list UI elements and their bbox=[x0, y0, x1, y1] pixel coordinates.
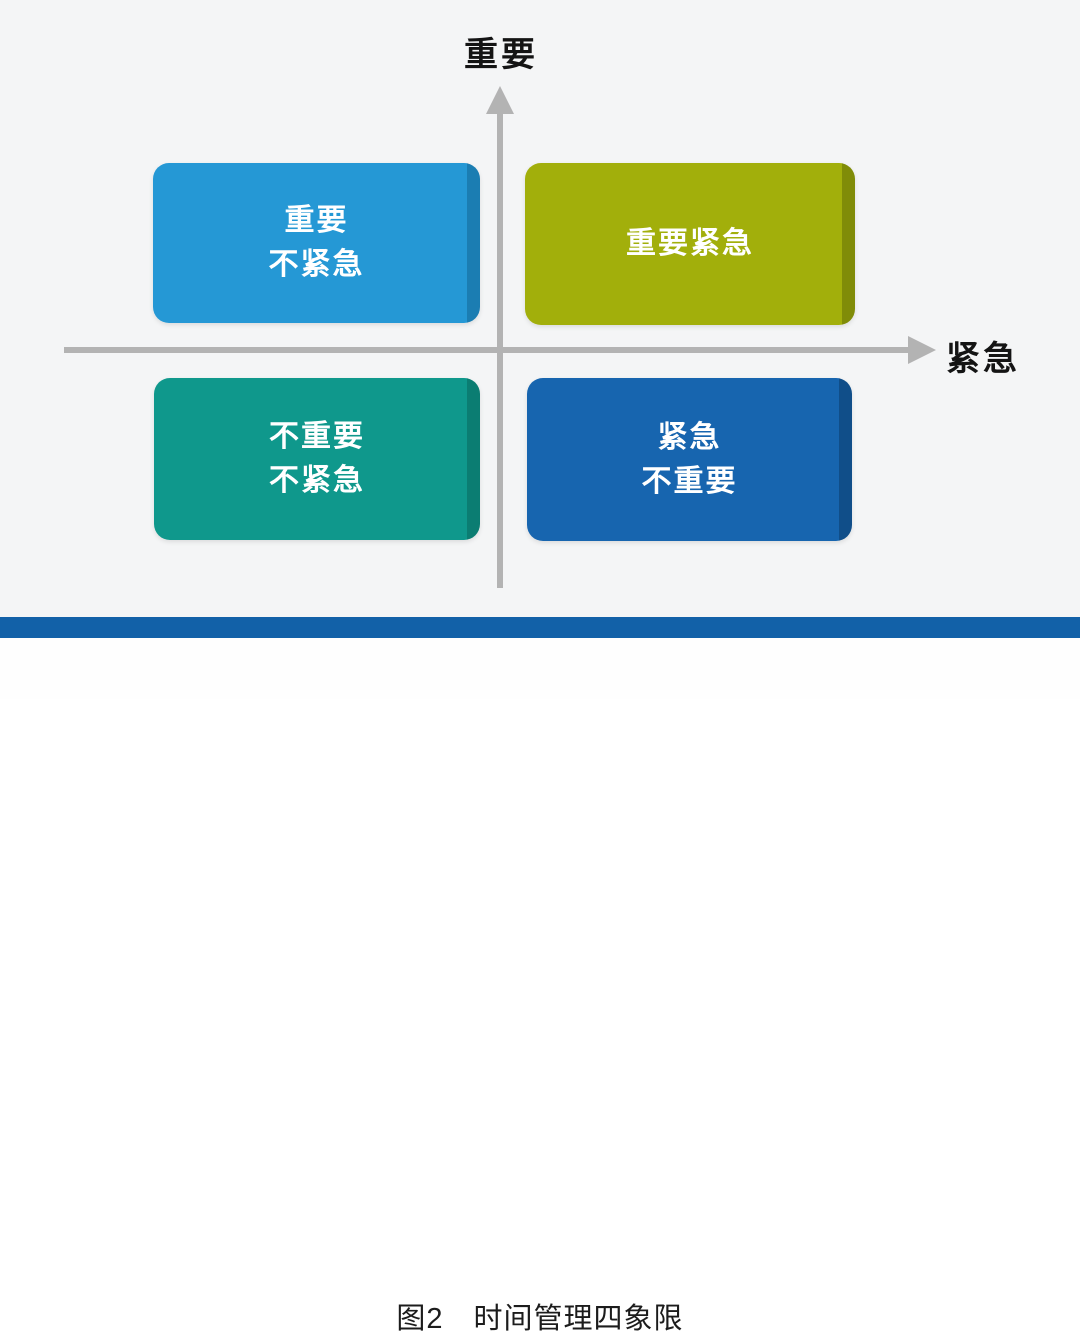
quadrant-label-line: 紧急 bbox=[657, 420, 722, 454]
y-axis-label: 重要 bbox=[464, 36, 538, 74]
quadrant-label-line: 不紧急 bbox=[268, 248, 365, 281]
quadrant-label-line: 不重要 bbox=[641, 464, 738, 498]
quadrant-label-line: 重要紧急 bbox=[626, 227, 754, 260]
quadrant-label-line: 不重要 bbox=[269, 420, 365, 453]
y-axis-arrow-icon bbox=[486, 86, 514, 114]
x-axis-arrow-icon bbox=[908, 336, 936, 364]
quadrant-not-important-not-urgent: 不重要 不紧急 bbox=[154, 378, 480, 540]
x-axis-line bbox=[64, 347, 912, 353]
divider-bar bbox=[0, 617, 1080, 638]
quadrant-important-urgent: 重要紧急 bbox=[525, 163, 855, 325]
quadrant-label-line: 重要 bbox=[284, 204, 349, 237]
quadrant-plot: 重要 紧急 重要 不紧急 重要紧急 不重要 不紧急 紧急 不重要 bbox=[0, 0, 1080, 617]
x-axis-label: 紧急 bbox=[946, 340, 1020, 378]
figure-caption: 图2 时间管理四象限 bbox=[396, 1303, 684, 1335]
quadrant-important-not-urgent: 重要 不紧急 bbox=[153, 163, 480, 323]
quadrant-label-line: 不紧急 bbox=[269, 464, 365, 497]
caption-area: 图2 时间管理四象限 bbox=[0, 638, 1080, 1335]
quadrant-urgent-not-important: 紧急 不重要 bbox=[527, 378, 852, 541]
